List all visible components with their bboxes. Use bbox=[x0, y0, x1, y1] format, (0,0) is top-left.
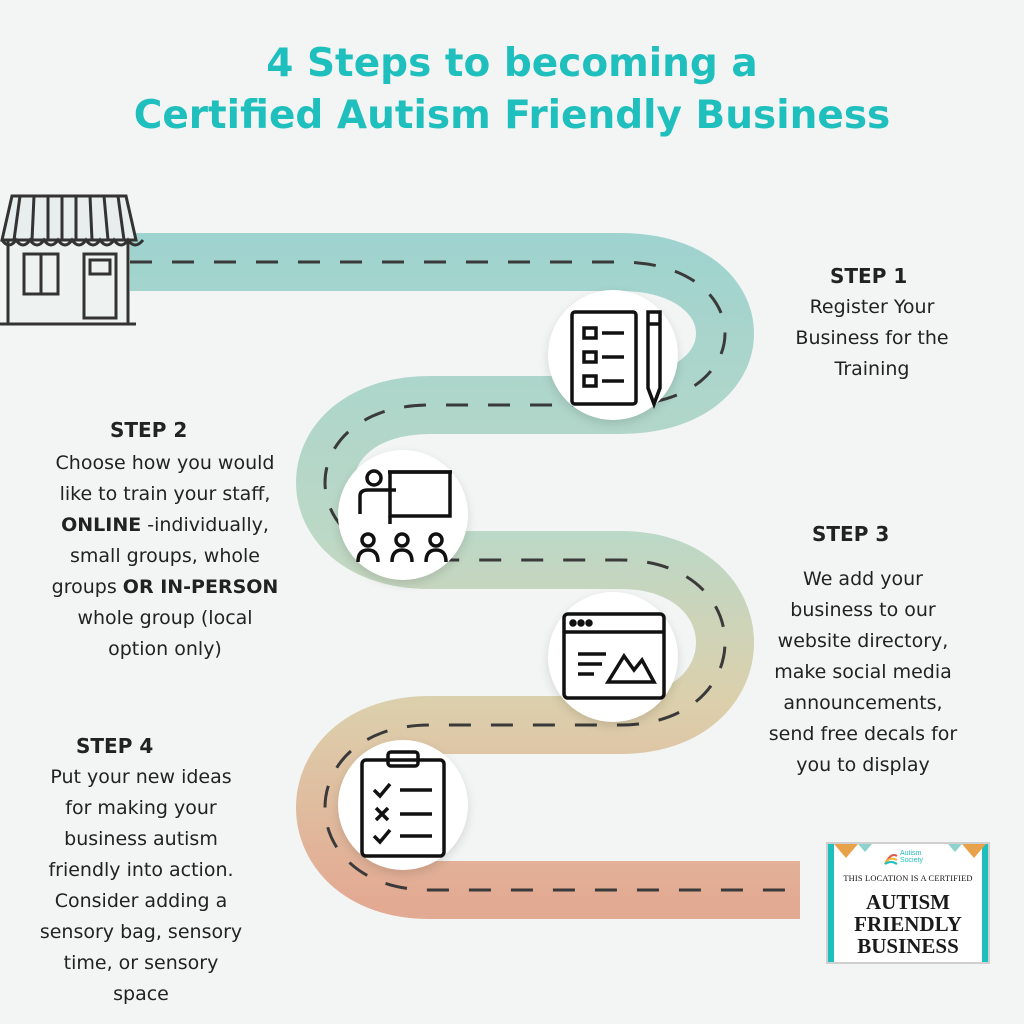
decal-autism: AUTISM bbox=[865, 890, 950, 914]
step-4-line: sensory bag, sensory bbox=[39, 921, 243, 943]
step-3-line: announcements, bbox=[783, 692, 943, 714]
step-2-in-person-emphasis: OR IN-PERSON bbox=[122, 576, 279, 598]
step-3-line: send free decals for bbox=[768, 723, 958, 745]
decal-certified-line: THIS LOCATION IS A CERTIFIED bbox=[843, 874, 973, 883]
step-4-line: Put your new ideas bbox=[50, 766, 232, 788]
step-4-line: business autism bbox=[64, 828, 218, 850]
step-3-icon-badge bbox=[548, 592, 678, 722]
step-4-line: for making your bbox=[65, 797, 217, 819]
step-2-online-emphasis: ONLINE bbox=[61, 514, 142, 536]
website-window-icon bbox=[562, 612, 666, 700]
clipboard-checklist-icon bbox=[360, 750, 446, 858]
step-4-line: friendly into action. bbox=[48, 859, 234, 881]
step-2-line: option only) bbox=[108, 638, 222, 660]
decal-left-stripe bbox=[828, 844, 834, 962]
step-4-icon-badge bbox=[338, 740, 468, 870]
step-4-line: Consider adding a bbox=[54, 890, 228, 912]
step-4-text: Put your new ideas for making your busin… bbox=[10, 762, 272, 1010]
autism-society-logo-icon bbox=[884, 854, 898, 865]
step-2-line: whole group (local bbox=[77, 607, 253, 629]
step-1-icon-badge bbox=[548, 290, 678, 420]
decal-corner-triangles bbox=[834, 844, 986, 858]
step-1-line: Training bbox=[834, 358, 910, 380]
certified-decal: Autism Society THIS LOCATION IS A CERTIF… bbox=[826, 842, 990, 964]
decal-right-stripe bbox=[982, 844, 988, 962]
step-1-heading: STEP 1 bbox=[830, 264, 908, 288]
step-2-line: like to train your staff, bbox=[59, 483, 271, 505]
step-1-line: Business for the bbox=[795, 327, 949, 349]
step-3-line: business to our bbox=[790, 599, 936, 621]
step-2-groups-text: groups bbox=[51, 576, 123, 598]
step-3-heading: STEP 3 bbox=[812, 522, 890, 546]
page-title: 4 Steps to becoming a Certified Autism F… bbox=[0, 38, 1024, 142]
decal-org-name: Autism Society bbox=[900, 850, 923, 864]
title-line-1: 4 Steps to becoming a bbox=[266, 41, 758, 86]
step-4-line: space bbox=[113, 983, 169, 1005]
step-2-line: ONLINE -individually, bbox=[20, 510, 310, 541]
checklist-form-pencil-icon bbox=[570, 310, 662, 409]
step-2-online-rest: -individually, bbox=[141, 514, 269, 536]
step-3-line: you to display bbox=[796, 754, 930, 776]
decal-friendly: FRIENDLY bbox=[854, 912, 962, 936]
road-center-dashes bbox=[130, 260, 800, 892]
step-2-icon-badge bbox=[338, 450, 468, 580]
step-3-text: We add your business to our website dire… bbox=[728, 564, 998, 781]
storefront-icon bbox=[0, 194, 145, 326]
step-2-heading: STEP 2 bbox=[110, 418, 188, 442]
step-3-line: We add your bbox=[803, 568, 923, 590]
step-2-line: Choose how you would bbox=[55, 452, 275, 474]
step-2-text: Choose how you would like to train your … bbox=[20, 448, 310, 665]
step-4-heading: STEP 4 bbox=[76, 734, 154, 758]
step-1-text: Register Your Business for the Training bbox=[760, 292, 984, 385]
step-2-line: small groups, whole bbox=[70, 545, 260, 567]
title-line-2: Certified Autism Friendly Business bbox=[133, 93, 891, 138]
step-4-line: time, or sensory bbox=[63, 952, 219, 974]
step-2-line: groups OR IN-PERSON bbox=[20, 572, 310, 603]
decal-business: BUSINESS bbox=[857, 934, 959, 958]
classroom-teacher-icon bbox=[356, 469, 452, 563]
decal-org-line: Autism bbox=[900, 850, 922, 857]
step-3-line: website directory, bbox=[777, 630, 949, 652]
step-1-line: Register Your bbox=[809, 296, 935, 318]
step-3-line: make social media bbox=[774, 661, 952, 683]
decal-org-line: Society bbox=[900, 857, 923, 864]
